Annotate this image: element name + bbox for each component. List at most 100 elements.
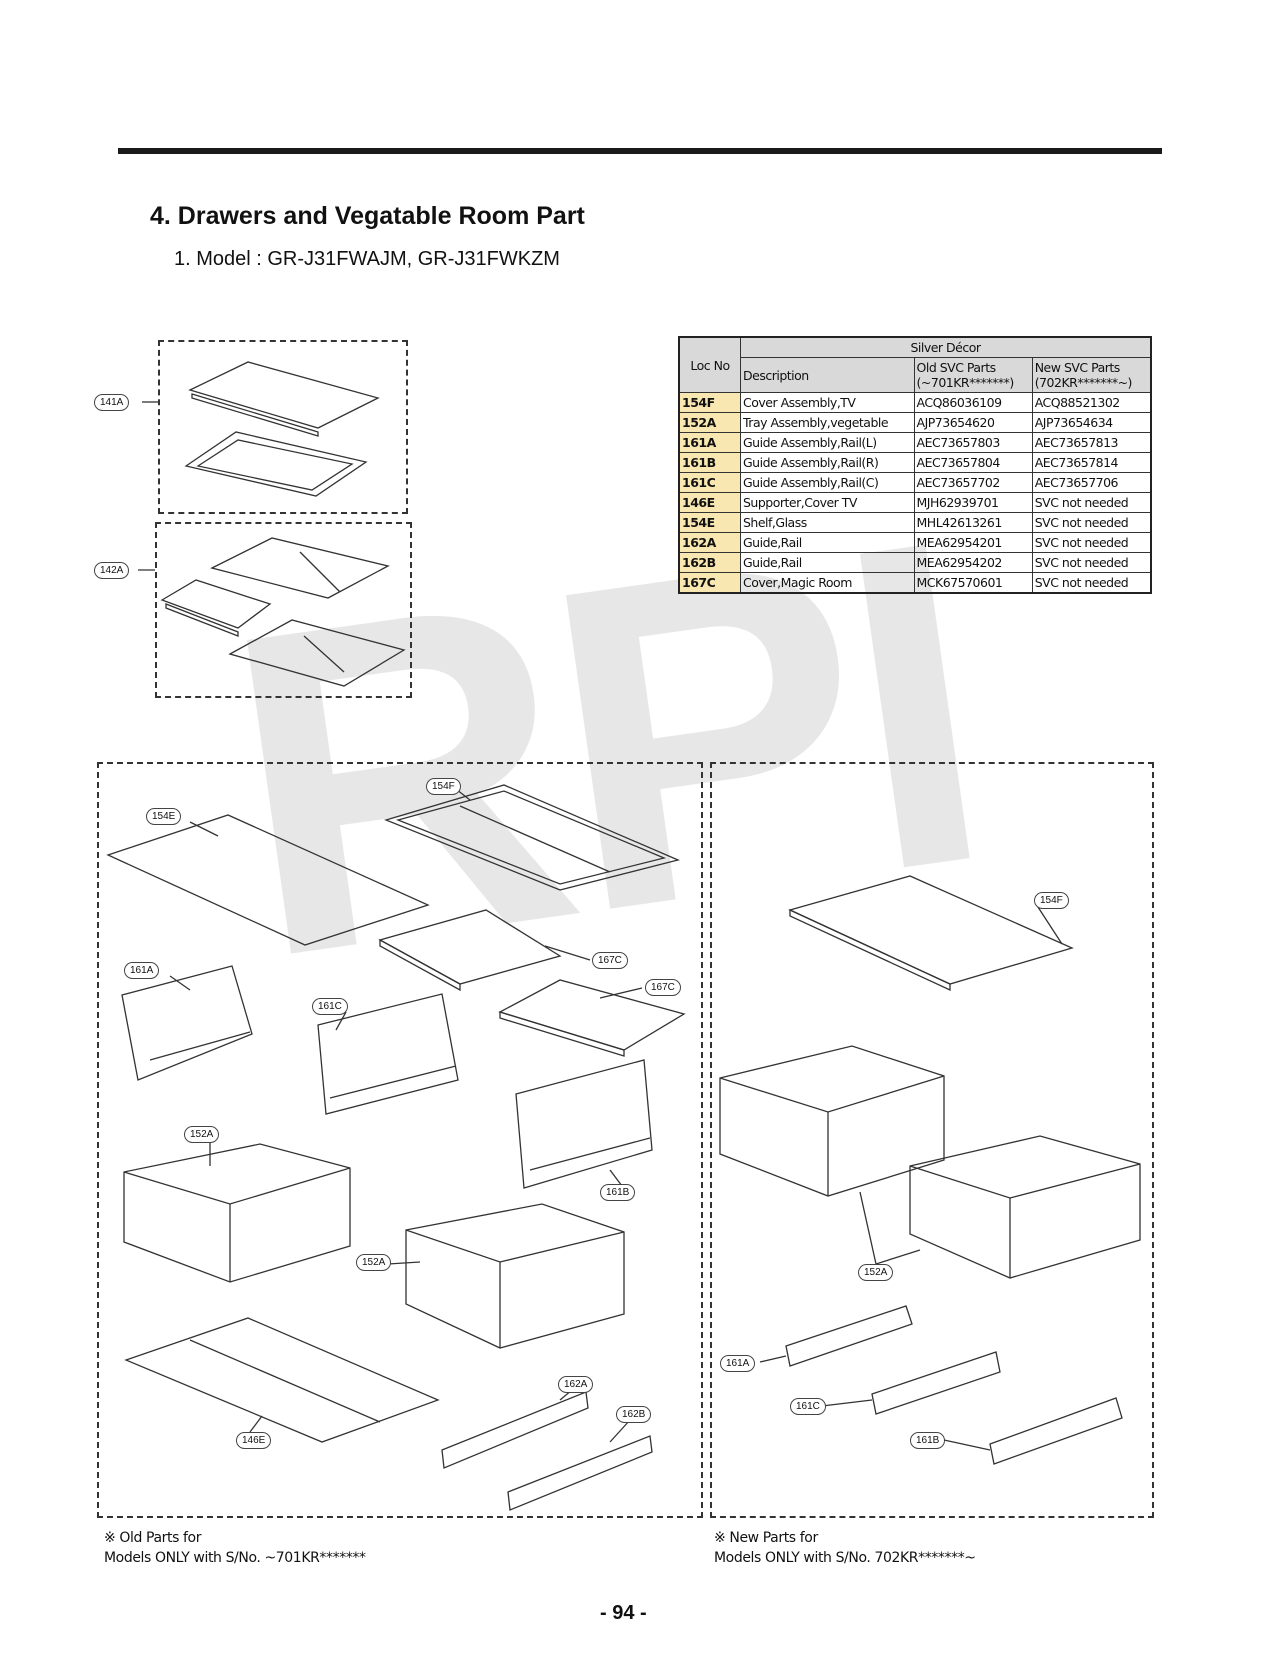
table-cell-loc: 162A [678, 532, 741, 553]
table-cell-new-svc: SVC not needed [1031, 512, 1152, 533]
rail-161a-new-drawing [785, 1305, 913, 1367]
glass-142a-drawing [160, 579, 272, 629]
guide-162b-drawing [507, 1435, 653, 1511]
table-cell-description: Guide Assembly,Rail(L) [740, 432, 915, 453]
table-cell-description: Guide,Rail [740, 532, 915, 553]
table-cell-loc: 152A [678, 412, 741, 433]
callout-162a: 162A [558, 1376, 594, 1393]
tray-152a-new-b-drawing [909, 1135, 1141, 1279]
header-rule [118, 148, 1162, 154]
table-cell-new-svc: AEC73657813 [1031, 432, 1152, 453]
box-new-parts [710, 762, 1154, 1518]
rail-161a-drawing [121, 965, 253, 1081]
table-cell-new-svc: SVC not needed [1031, 552, 1152, 573]
table-cell-old-svc: MHL42613261 [913, 512, 1033, 533]
cover-167c-a-drawing [378, 909, 562, 985]
table-cell-old-svc: MEA62954201 [913, 532, 1033, 553]
frame-141a-drawing [184, 431, 368, 497]
rail-161c-new-drawing [871, 1351, 1001, 1415]
box-142a [155, 522, 412, 698]
tray-152a-b-drawing [405, 1203, 625, 1349]
table-cell-new-svc: ACQ88521302 [1031, 392, 1152, 413]
section-title: 4. Drawers and Vegatable Room Part [150, 202, 585, 230]
rail-161b-new-drawing [989, 1397, 1123, 1465]
callout-141a: 141A [94, 394, 130, 411]
tray-152a-new-a-drawing [719, 1045, 945, 1197]
callout-154f-new: 154F [1034, 892, 1069, 909]
table-cell-description: Supporter,Cover TV [740, 492, 915, 513]
table-cell-new-svc: SVC not needed [1031, 572, 1152, 594]
table-cell-new-svc: AEC73657706 [1031, 472, 1152, 493]
table-header-new-svc: New SVC Parts(702KR*******~) [1031, 357, 1152, 393]
callout-154e-old: 154E [146, 808, 182, 825]
table-cell-description: Guide Assembly,Rail(R) [740, 452, 915, 473]
table-cell-description: Guide,Rail [740, 552, 915, 573]
table-cell-new-svc: SVC not needed [1031, 532, 1152, 553]
table-cell-new-svc: AEC73657814 [1031, 452, 1152, 473]
table-cell-old-svc: MCK67570601 [913, 572, 1033, 594]
callout-152a-old-b: 152A [356, 1254, 392, 1271]
callout-161b-old: 161B [600, 1184, 636, 1201]
callout-161a-new: 161A [720, 1355, 756, 1372]
guide-162a-drawing [441, 1391, 589, 1469]
callout-161b-new: 161B [910, 1432, 946, 1449]
table-cell-description: Tray Assembly,vegetable [740, 412, 915, 433]
table-cell-description: Cover Assembly,TV [740, 392, 915, 413]
table-header-description: Description [740, 357, 915, 393]
rail-161b-drawing [515, 1059, 653, 1189]
parts-table: Loc No Silver Décor Description Old SVC … [678, 336, 1152, 594]
model-line: 1. Model : GR-J31FWAJM, GR-J31FWKZM [174, 248, 560, 270]
table-cell-loc: 161B [678, 452, 741, 473]
callout-161c-old: 161C [312, 998, 348, 1015]
table-cell-old-svc: AEC73657803 [913, 432, 1033, 453]
table-cell-old-svc: ACQ86036109 [913, 392, 1033, 413]
box-old-parts [97, 762, 703, 1518]
new-parts-note: ※ New Parts for Models ONLY with S/No. 7… [714, 1530, 976, 1566]
old-parts-note: ※ Old Parts for Models ONLY with S/No. ~… [104, 1530, 366, 1566]
callout-154f-old: 154F [426, 778, 461, 795]
table-cell-loc: 146E [678, 492, 741, 513]
page-number: - 94 - [600, 1602, 647, 1624]
table-cell-loc: 161A [678, 432, 741, 453]
table-cell-new-svc: SVC not needed [1031, 492, 1152, 513]
table-cell-old-svc: AEC73657702 [913, 472, 1033, 493]
callout-152a-old-a: 152A [184, 1126, 220, 1143]
table-header-loc: Loc No [678, 336, 741, 393]
table-cell-loc: 162B [678, 552, 741, 573]
table-cell-old-svc: MEA62954202 [913, 552, 1033, 573]
rail-161c-drawing [317, 993, 459, 1115]
table-header-row: Description Old SVC Parts(~701KR*******)… [679, 357, 1152, 393]
table-cell-loc: 154E [678, 512, 741, 533]
callout-162b: 162B [616, 1406, 652, 1423]
table-cell-description: Guide Assembly,Rail(C) [740, 472, 915, 493]
supporter-146e-drawing [124, 1317, 440, 1443]
table-header-group: Silver Décor [740, 336, 1152, 358]
table-cell-description: Cover,Magic Room [740, 572, 915, 594]
table-cell-old-svc: AEC73657804 [913, 452, 1033, 473]
callout-161c-new: 161C [790, 1398, 826, 1415]
table-cell-loc: 161C [678, 472, 741, 493]
table-cell-loc: 154F [678, 392, 741, 413]
glass-154e-drawing [106, 814, 430, 946]
callout-146e: 146E [236, 1432, 272, 1449]
callout-167c-a: 167C [592, 952, 628, 969]
table-cell-description: Shelf,Glass [740, 512, 915, 533]
table-cell-old-svc: AJP73654620 [913, 412, 1033, 433]
table-cell-new-svc: AJP73654634 [1031, 412, 1152, 433]
table-cell-loc: 167C [678, 572, 741, 594]
table-group-row: Loc No Silver Décor [678, 336, 1152, 393]
box-141a [158, 340, 408, 514]
frame-142a-bottom-drawing [228, 619, 406, 687]
callout-142a: 142A [94, 562, 130, 579]
shelf-141a-drawing [188, 361, 380, 429]
